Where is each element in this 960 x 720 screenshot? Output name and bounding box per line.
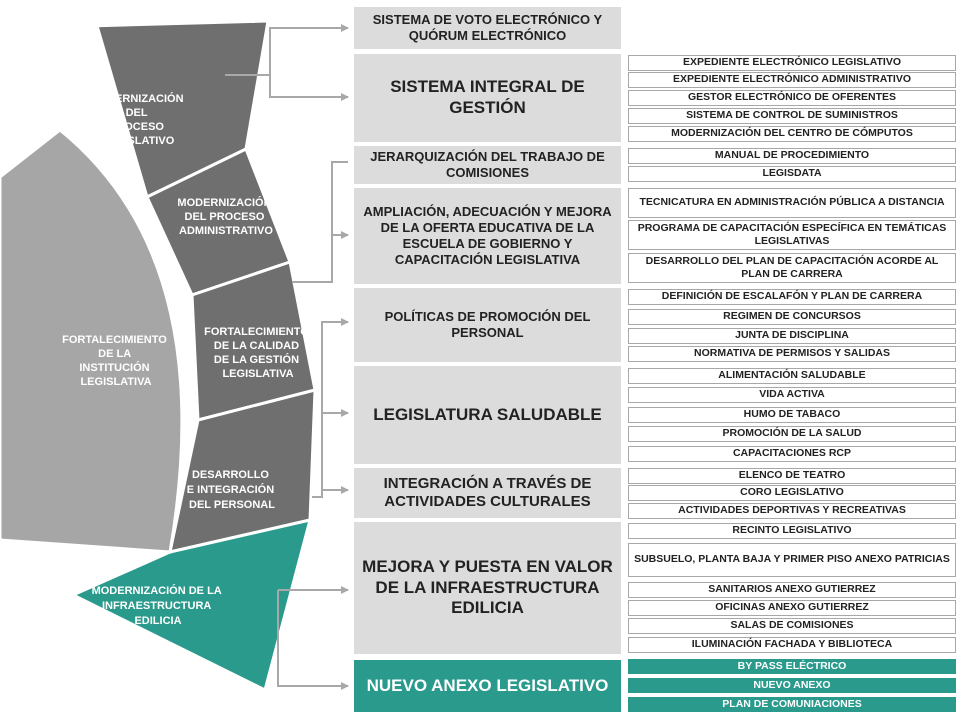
item-elenco-teatro: ELENCO DE TEATRO [628,468,956,484]
item-normativa-permisos: NORMATIVA DE PERMISOS Y SALIDAS [628,346,956,362]
connector-legislativo-gestion [269,75,349,101]
program-nuevo-anexo-legislativo: NUEVO ANEXO LEGISLATIVO [354,660,621,712]
item-alimentacion-saludable: ALIMENTACIÓN SALUDABLE [628,368,956,384]
item-escalafon: DEFINICIÓN DE ESCALAFÓN Y PLAN DE CARRER… [628,289,956,305]
item-sanitarios-gutierrez: SANITARIOS ANEXO GUTIERREZ [628,582,956,598]
item-oficinas-gutierrez: OFICINAS ANEXO GUTIERREZ [628,600,956,616]
item-coro-legislativo: CORO LEGISLATIVO [628,485,956,501]
item-junta-disciplina: JUNTA DE DISCIPLINA [628,328,956,344]
item-capacitaciones-rcp: CAPACITACIONES RCP [628,446,956,462]
segment-label-proceso-administrativo: MODERNIZACIÓN DEL PROCESO ADMINISTRATIVO [177,196,274,237]
program-mejora-infraestructura: MEJORA Y PUESTA EN VALOR DE LA INFRAESTR… [354,522,621,654]
program-promocion-personal: POLÍTICAS DE PROMOCIÓN DEL PERSONAL [354,288,621,362]
segment-label-proceso-legislativo: MODERNIZACIÓN DEL PROCESO LEGISLATIVO [89,92,186,147]
item-tecnicatura: TECNICATURA EN ADMINISTRACIÓN PÚBLICA A … [628,188,956,218]
item-legisdata: LEGISDATA [628,166,956,182]
item-recinto-legislativo: RECINTO LEGISLATIVO [628,523,956,539]
program-sistema-integral-gestion: SISTEMA INTEGRAL DE GESTIÓN [354,54,621,142]
item-salas-comisiones: SALAS DE COMISIONES [628,618,956,634]
segment-modernizacion-infraestructura [69,517,313,693]
item-anexo-patricias: SUBSUELO, PLANTA BAJA Y PRIMER PISO ANEX… [628,543,956,577]
program-oferta-educativa: AMPLIACIÓN, ADECUACIÓN Y MEJORA DE LA OF… [354,188,621,284]
item-programa-capacitacion: PROGRAMA DE CAPACITACIÓN ESPECÍFICA EN T… [628,220,956,250]
program-voto-electronico: SISTEMA DE VOTO ELECTRÓNICO Y QUÓRUM ELE… [354,7,621,49]
item-plan-comuniaciones: PLAN DE COMUNIACIONES [628,697,956,712]
item-vida-activa: VIDA ACTIVA [628,387,956,403]
segment-label-institucion: FORTALECIMIENTO DE LA INSTITUCIÓN LEGISL… [62,334,170,388]
program-jerarquizacion-comisiones: JERARQUIZACIÓN DEL TRABAJO DE COMISIONES [354,146,621,184]
item-gestor-oferentes: GESTOR ELECTRÓNICO DE OFERENTES [628,90,956,106]
connector-personal-stem [312,318,349,498]
item-actividades-deportivas: ACTIVIDADES DEPORTIVAS Y RECREATIVAS [628,503,956,519]
item-iluminacion-fachada: ILUMINACIÓN FACHADA Y BIBLIOTECA [628,637,956,653]
item-nuevo-anexo: NUEVO ANEXO [628,678,956,693]
program-legislatura-saludable: LEGISLATURA SALUDABLE [354,366,621,464]
segment-label-integracion-personal: DESARROLLO E INTEGRACIÓN DEL PERSONAL [187,469,277,511]
item-plan-capacitacion: DESARROLLO DEL PLAN DE CAPACITACIÓN ACOR… [628,253,956,283]
item-control-suministros: SISTEMA DE CONTROL DE SUMINISTROS [628,108,956,124]
item-expediente-administrativo: EXPEDIENTE ELECTRÓNICO ADMINISTRATIVO [628,72,956,88]
item-expediente-legislativo: EXPEDIENTE ELECTRÓNICO LEGISLATIVO [628,55,956,71]
connector-infra-anexo [277,590,349,690]
connector-legislativo-voto [225,24,349,76]
connectors [225,24,349,690]
item-promocion-salud: PROMOCIÓN DE LA SALUD [628,426,956,442]
connector-calidad-stem [292,161,348,283]
item-regimen-concursos: REGIMEN DE CONCURSOS [628,309,956,325]
item-humo-tabaco: HUMO DE TABACO [628,407,956,423]
program-actividades-culturales: INTEGRACIÓN A TRAVÉS DE ACTIVIDADES CULT… [354,468,621,518]
item-centro-computos: MODERNIZACIÓN DEL CENTRO DE CÓMPUTOS [628,126,956,142]
segment-label-infraestructura: MODERNIZACIÓN DE LA INFRAESTRUCTURA EDIL… [92,584,225,627]
item-by-pass-electrico: BY PASS ELÉCTRICO [628,659,956,674]
segment-fortalecimiento-institucion [0,128,184,554]
item-manual-procedimiento: MANUAL DE PROCEDIMIENTO [628,148,956,164]
segment-label-calidad-gestion: FORTALECIMIENTO DE LA CALIDAD DE LA GEST… [204,326,312,380]
